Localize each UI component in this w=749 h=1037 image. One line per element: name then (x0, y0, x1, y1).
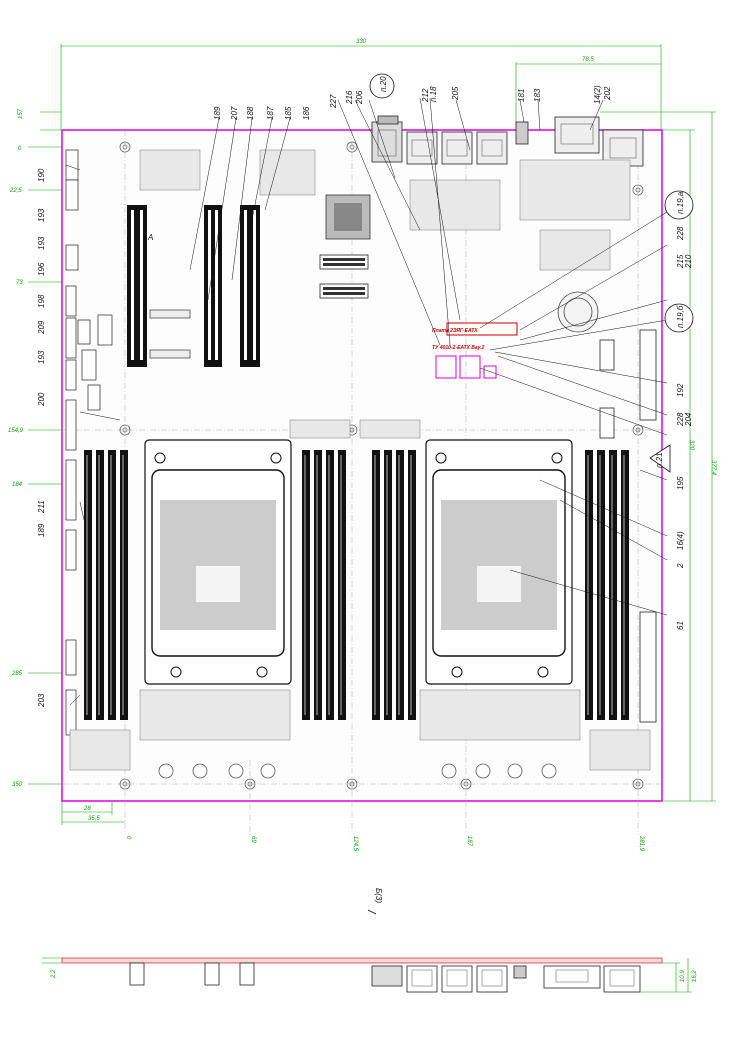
callout-right-228b: 228 (676, 412, 685, 427)
dim-left-350: 350 (12, 782, 23, 788)
pcie-slot-notches (131, 210, 256, 360)
dim-side-thickness: 2,2 (51, 969, 57, 979)
dim-bottom-187: 187 (466, 836, 472, 847)
view-marker: А (147, 233, 153, 242)
rear-io-connectors (371, 115, 644, 167)
red-label-board: Плата 2ЭЯГ-EATX (432, 328, 478, 334)
callout-left-203: 203 (37, 693, 46, 708)
callout-185: 185 (284, 106, 293, 120)
dim-left-0: 0 (18, 146, 22, 152)
callout-right-195: 195 (676, 476, 685, 490)
dim-bottom-0: 0 (125, 836, 131, 840)
callout-205: 205 (451, 86, 460, 101)
note-circles (369, 73, 694, 333)
bmc-chip (325, 194, 371, 240)
rear-io-details (377, 123, 637, 159)
dim-overall-height: 377,4 (710, 460, 716, 476)
callout-right-16: 16(4) (676, 531, 685, 550)
callout-188: 188 (246, 106, 255, 120)
callout-right-192: 192 (676, 383, 685, 397)
callout-227: 227 (329, 94, 338, 109)
callout-left-193b: 193 (37, 236, 46, 250)
capacitors (158, 763, 557, 779)
component-clusters (69, 149, 651, 771)
note-circle-19a: п.19,а (676, 191, 685, 214)
callout-left-209: 209 (37, 320, 46, 335)
leader-lines (65, 97, 668, 706)
callout-189: 189 (213, 106, 222, 120)
dim-left-184: 184 (12, 482, 23, 488)
note-circle-20: п.20 (379, 76, 388, 92)
dim-board-height: 320 (688, 440, 694, 451)
right-dimension-lines (600, 111, 716, 802)
callout-left-196: 196 (37, 262, 46, 276)
callout-207: 207 (230, 106, 239, 121)
dim-connector-offset: 78,5 (582, 57, 594, 63)
center-header-pins (323, 258, 365, 295)
callout-right-61: 61 (676, 621, 685, 630)
left-headers (65, 149, 113, 736)
cpu-socket-1 (144, 439, 292, 685)
callout-left-200: 200 (37, 392, 46, 407)
section-arrow (367, 909, 377, 915)
note-triangle-21: п.21 (655, 452, 664, 468)
callout-left-198: 198 (37, 294, 46, 308)
callout-206: 206 (355, 90, 364, 105)
dim-bottom-69: 69 (250, 836, 256, 843)
left-callouts: 190 193 193 196 198 209 193 200 211 189 … (37, 168, 46, 708)
section-mark: Б(3) (374, 888, 383, 903)
dim-bottom-124: 124,5 (352, 836, 358, 852)
side-view (42, 957, 692, 993)
red-label-boxes (435, 322, 518, 379)
right-connectors (599, 329, 657, 723)
callout-left-211: 211 (37, 500, 46, 514)
right-callouts: 228 215 210 192 228 204 195 16(4) 2 61 (676, 226, 693, 630)
top-callouts: 189 207 188 187 185 186 227 216 206 212 … (213, 85, 612, 121)
callout-216: 216 (345, 90, 354, 105)
red-label-spec: ТУ 4010-2-ЕАТХ Bay.2 (432, 345, 485, 351)
top-dimension-lines (40, 44, 662, 131)
callout-right-215: 215 (676, 254, 685, 269)
callout-186: 186 (302, 106, 311, 120)
dim-side-a: 10,9 (680, 970, 686, 982)
note-triangle (649, 444, 671, 473)
callout-left-189: 189 (37, 523, 46, 537)
callout-right-210: 210 (684, 254, 693, 269)
dim-bottom-28: 28 (83, 806, 91, 812)
dim-left-154: 154,9 (8, 428, 24, 434)
callout-right-204: 204 (684, 412, 693, 427)
callout-187: 187 (266, 106, 275, 120)
callout-left-190: 190 (37, 168, 46, 182)
callout-note-18: п.18 (429, 86, 438, 102)
callout-202: 202 (603, 86, 612, 101)
callout-left-193c: 193 (37, 350, 46, 364)
dim-bottom-35: 35,5 (88, 816, 100, 822)
callout-183: 183 (533, 88, 542, 102)
callout-212: 212 (421, 88, 430, 103)
dim-left-157: 157 (18, 108, 24, 119)
dim-overall-width: 330 (356, 39, 367, 45)
m2-slots (149, 309, 191, 359)
dim-left-285: 285 (11, 671, 23, 677)
callout-right-2: 2 (676, 563, 685, 569)
dim-left-22: 22,5 (9, 188, 22, 194)
dimm-slot-highlights (86, 455, 625, 715)
dim-left-73: 73 (16, 280, 23, 286)
dim-side-b: 16,2 (692, 970, 698, 982)
callout-note-14: 14(2) (593, 85, 602, 104)
battery-holder (557, 291, 599, 333)
note-circle-19b: п.19,б (676, 305, 685, 328)
dim-bottom-281: 281,9 (638, 835, 644, 852)
callout-left-193a: 193 (37, 208, 46, 222)
cpu-socket-2 (425, 439, 573, 685)
callout-181: 181 (517, 89, 526, 102)
bottom-dimension-lines (61, 801, 125, 825)
callout-right-228a: 228 (676, 226, 685, 241)
